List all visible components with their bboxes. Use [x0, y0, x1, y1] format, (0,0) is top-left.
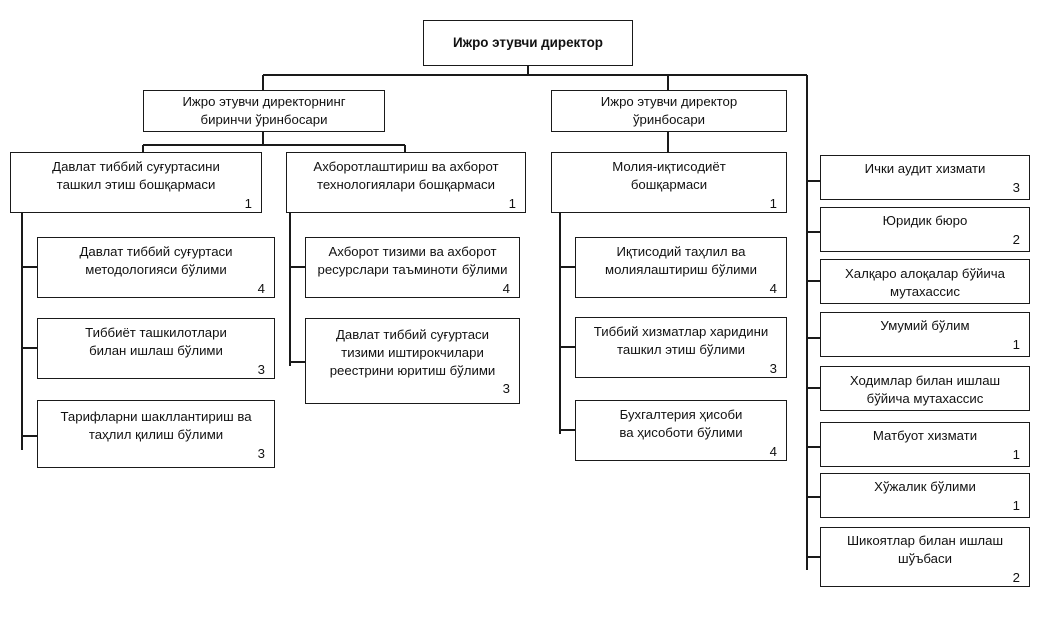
node-division-medical-organizations[interactable]: Тиббиёт ташкилотлари билан ишлаш бўлими … — [37, 318, 275, 379]
node-count: 3 — [1012, 180, 1020, 196]
node-label: Давлат тиббий суғуртаси тизими иштирокчи… — [329, 327, 496, 378]
node-count: 4 — [769, 280, 777, 296]
node-label: Давлат тиббий суғуртасини ташкил этиш бо… — [52, 159, 220, 192]
node-count: 1 — [508, 195, 516, 211]
node-unit-complaints-department[interactable]: Шикоятлар билан ишлаш шўъбаси 2 — [820, 527, 1030, 587]
node-unit-hr-specialist[interactable]: Ходимлар билан ишлаш бўйича мутахассис — [820, 366, 1030, 411]
node-label: Матбуот хизмати — [872, 428, 978, 444]
node-label: Шикоятлар билан ишлаш шўъбаси — [846, 533, 1004, 566]
node-division-tariffs-analysis[interactable]: Тарифларни шакллантириш ва таҳлил қилиш … — [37, 400, 275, 468]
node-department-finance-economics[interactable]: Молия-иқтисодиёт бошқармаси 1 — [551, 152, 787, 213]
node-unit-economic-division[interactable]: Хўжалик бўлими 1 — [820, 473, 1030, 518]
node-label: Ижро этувчи директор ўринбосари — [600, 94, 738, 127]
node-label: Бухгалтерия ҳисоби ва ҳисоботи бўлими — [619, 407, 743, 440]
node-label: Ички аудит хизмати — [864, 161, 986, 177]
node-executive-director[interactable]: Ижро этувчи директор — [423, 20, 633, 66]
node-label: Давлат тиббий суғуртаси методологияси бў… — [79, 244, 233, 277]
node-unit-international-relations[interactable]: Халқаро алоқалар бўйича мутахассис — [820, 259, 1030, 304]
node-unit-internal-audit[interactable]: Ички аудит хизмати 3 — [820, 155, 1030, 200]
node-label: Ходимлар билан ишлаш бўйича мутахассис — [849, 372, 1001, 406]
node-count: 3 — [769, 360, 777, 376]
node-count: 1 — [769, 195, 777, 211]
node-count: 4 — [769, 443, 777, 459]
node-count: 2 — [1012, 232, 1020, 248]
node-division-insurance-methodology[interactable]: Давлат тиббий суғуртаси методологияси бў… — [37, 237, 275, 298]
node-unit-general-division[interactable]: Умумий бўлим 1 — [820, 312, 1030, 357]
node-count: 4 — [257, 280, 265, 296]
node-department-informatization-it[interactable]: Ахборотлаштириш ва ахборот технологиялар… — [286, 152, 526, 213]
node-label: Умумий бўлим — [880, 318, 970, 334]
node-division-medical-services-procurement[interactable]: Тиббий хизматлар харидини ташкил этиш бў… — [575, 317, 787, 378]
node-label: Ахборотлаштириш ва ахборот технологиялар… — [313, 159, 499, 192]
node-division-info-systems-resources[interactable]: Ахборот тизими ва ахборот ресурслари таъ… — [305, 237, 520, 298]
node-count: 1 — [1012, 447, 1020, 463]
node-division-accounting-reporting[interactable]: Бухгалтерия ҳисоби ва ҳисоботи бўлими 4 — [575, 400, 787, 461]
node-deputy[interactable]: Ижро этувчи директор ўринбосари — [551, 90, 787, 132]
node-label: Тарифларни шакллантириш ва таҳлил қилиш … — [60, 408, 252, 442]
node-label: Юридик бюро — [882, 213, 968, 229]
node-division-economic-analysis-financing[interactable]: Иқтисодий таҳлил ва молиялаштириш бўлими… — [575, 237, 787, 298]
node-first-deputy[interactable]: Ижро этувчи директорнинг биринчи ўринбос… — [143, 90, 385, 132]
node-label: Тиббиёт ташкилотлари билан ишлаш бўлими — [85, 325, 227, 358]
node-label: Ижро этувчи директорнинг биринчи ўринбос… — [182, 94, 346, 127]
node-label: Молия-иқтисодиёт бошқармаси — [612, 159, 726, 192]
node-count: 3 — [502, 381, 510, 397]
node-label: Ахборот тизими ва ахборот ресурслари таъ… — [317, 244, 508, 277]
node-count: 3 — [257, 445, 265, 461]
node-count: 2 — [1012, 569, 1020, 585]
node-count: 3 — [257, 361, 265, 377]
node-department-state-medical-insurance[interactable]: Давлат тиббий суғуртасини ташкил этиш бо… — [10, 152, 262, 213]
node-count: 1 — [1012, 337, 1020, 353]
node-label: Иқтисодий таҳлил ва молиялаштириш бўлими — [605, 244, 757, 277]
node-count: 1 — [1012, 498, 1020, 514]
node-unit-legal-bureau[interactable]: Юридик бюро 2 — [820, 207, 1030, 252]
node-label: Тиббий хизматлар харидини ташкил этиш бў… — [593, 324, 769, 357]
node-label: Хўжалик бўлими — [874, 479, 976, 495]
node-division-participants-registry[interactable]: Давлат тиббий суғуртаси тизими иштирокчи… — [305, 318, 520, 404]
node-label: Халқаро алоқалар бўйича мутахассис — [845, 265, 1005, 299]
node-unit-press-service[interactable]: Матбуот хизмати 1 — [820, 422, 1030, 467]
node-count: 4 — [502, 280, 510, 296]
node-count: 1 — [244, 195, 252, 211]
node-label: Ижро этувчи директор — [452, 34, 603, 50]
